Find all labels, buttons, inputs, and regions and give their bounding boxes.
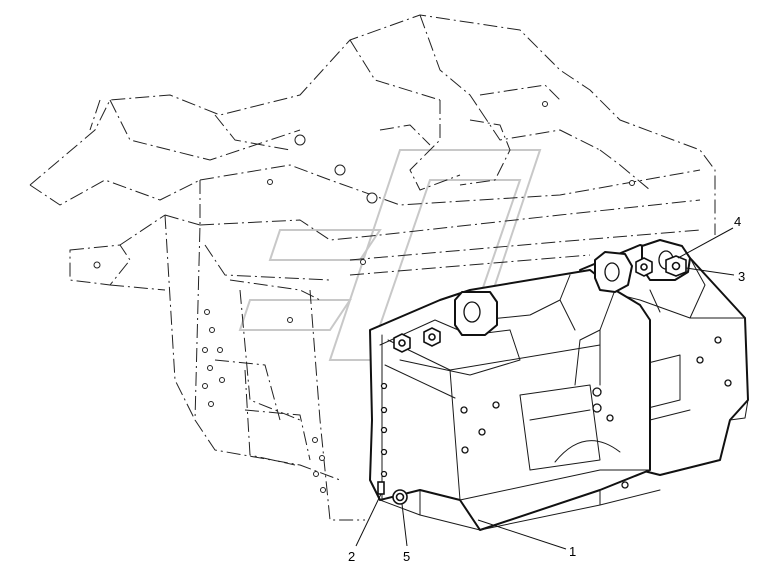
callout-5: 5 [403, 549, 410, 564]
callout-leaders [355, 227, 735, 550]
frame-phantom-outline [29, 14, 716, 521]
bracket-holes [380, 336, 732, 489]
frame-holes [93, 101, 635, 493]
mounting-lugs [454, 239, 691, 336]
callout-2: 2 [348, 549, 355, 564]
bolt-right-a [635, 257, 653, 277]
bolt-left-b [423, 327, 441, 347]
bolt-right-b [665, 255, 687, 277]
bolt-left-a [393, 333, 411, 353]
bolt-bottom [392, 489, 408, 505]
callout-3: 3 [738, 269, 745, 284]
callout-4: 4 [734, 214, 741, 229]
bolts [377, 255, 687, 505]
callout-1: 1 [569, 544, 576, 559]
bolt-side [377, 481, 385, 495]
bracket-part-1 [369, 244, 749, 531]
